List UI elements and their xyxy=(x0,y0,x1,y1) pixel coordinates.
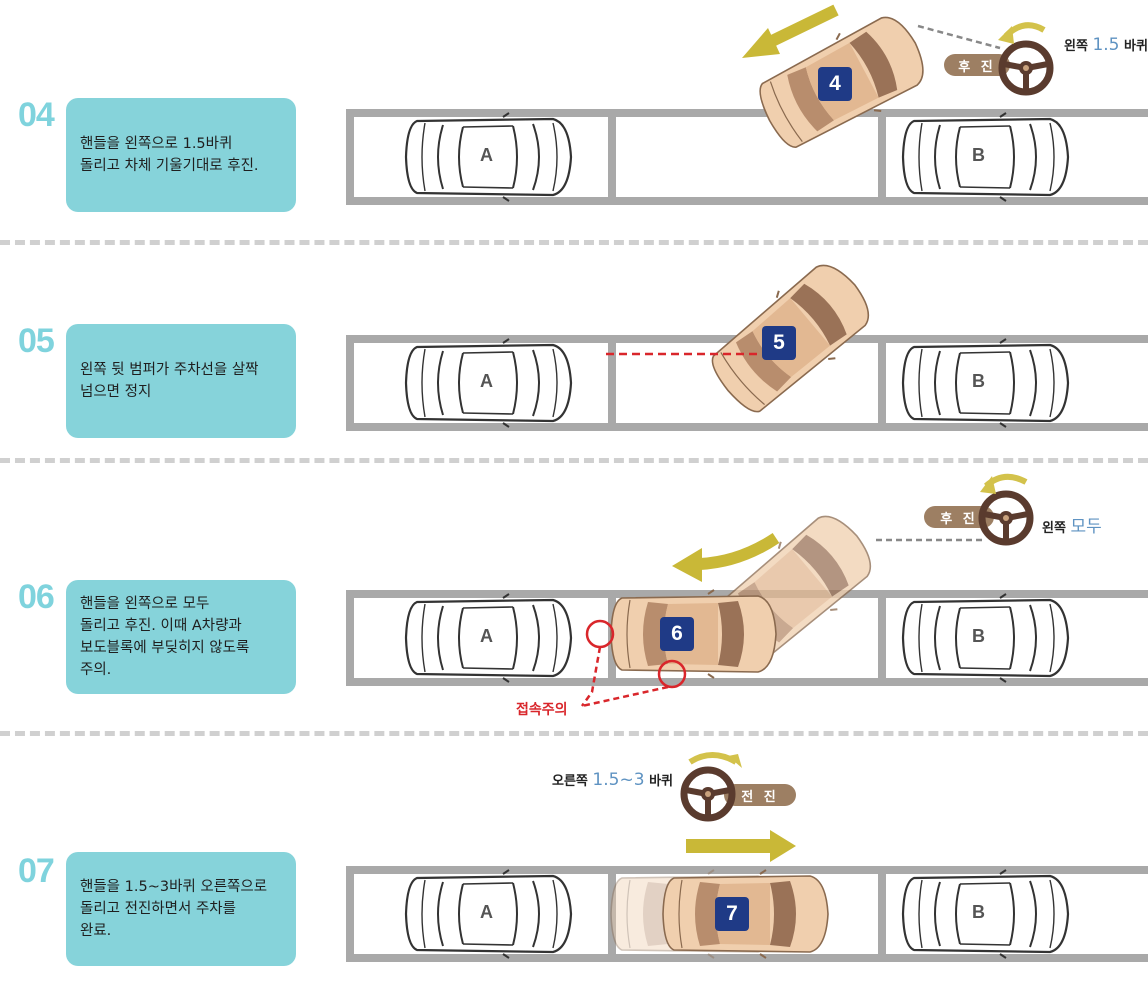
parked-car-b-label: B xyxy=(972,145,985,165)
parked-car-b-label: B xyxy=(972,902,985,922)
parked-car-b: B xyxy=(900,337,1070,429)
step-07-line-1: 핸들을 1.5~3바퀴 오른쪽으로 xyxy=(80,879,268,895)
dir-value: 1.5~3 xyxy=(592,770,645,790)
reverse-pill-04: 후 진 xyxy=(944,54,1010,76)
dir-text: 왼쪽 xyxy=(1064,39,1088,54)
parked-car-b: B xyxy=(900,868,1070,960)
parking-lot-04 xyxy=(346,109,1148,205)
parked-car-a: A xyxy=(403,111,573,203)
car-badge-5: 5 xyxy=(762,326,796,360)
rotation-arrow xyxy=(688,752,738,765)
step-04-description: 핸들을 왼쪽으로 1.5바퀴 돌리고 차체 기울기대로 후진. xyxy=(66,98,296,212)
lot-line xyxy=(608,117,616,197)
dir-suffix: 바퀴 xyxy=(1124,39,1148,54)
car-badge-6: 6 xyxy=(660,617,694,651)
lot-line xyxy=(878,598,886,678)
step-06-line-4: 주의. xyxy=(80,662,112,678)
step-number-07: 07 xyxy=(18,852,55,890)
lot-line xyxy=(878,343,886,423)
steering-wheel-icon xyxy=(978,490,1034,546)
parked-car-b-label: B xyxy=(972,371,985,391)
forward-pill-07: 전 진 xyxy=(724,784,796,806)
step-number-04: 04 xyxy=(18,96,55,134)
steering-wheel-icon xyxy=(680,766,736,822)
rotation-arrow xyxy=(984,473,1028,489)
reverse-arrow-head xyxy=(742,28,780,58)
section-divider xyxy=(0,240,1148,245)
parked-car-a-label: A xyxy=(480,626,493,646)
parked-car-a-label: A xyxy=(480,902,493,922)
car-badge-7: 7 xyxy=(715,897,749,931)
step-06-line-3: 보도블록에 부딪히지 않도록 xyxy=(80,640,250,656)
dir-value: 1.5 xyxy=(1092,35,1120,55)
step-06-description: 핸들을 왼쪽으로 모두 돌리고 후진. 이때 A차량과 보도블록에 부딪히지 않… xyxy=(66,580,296,694)
section-divider xyxy=(0,458,1148,463)
collision-warning-label: 접속주의 xyxy=(516,702,568,718)
rotation-arrow xyxy=(1003,22,1046,39)
reverse-pill-06: 후 진 xyxy=(924,506,994,528)
parked-car-a: A xyxy=(403,592,573,684)
parked-car-a-label: A xyxy=(480,371,493,391)
step-06-line-2: 돌리고 후진. 이때 A차량과 xyxy=(80,618,242,634)
step-04-line-1: 핸들을 왼쪽으로 1.5바퀴 xyxy=(80,136,233,152)
car-badge-4: 4 xyxy=(818,67,852,101)
lot-line xyxy=(878,117,886,197)
step-06-line-1: 핸들을 왼쪽으로 모두 xyxy=(80,596,210,612)
dir-text: 오른쪽 xyxy=(552,774,588,789)
wheel-direction-06: 왼쪽 모두 xyxy=(1042,512,1102,537)
step-07-line-2: 돌리고 전진하면서 주차를 xyxy=(80,901,236,917)
warning-leader xyxy=(581,685,669,708)
step-05-line-1: 왼쪽 뒷 범퍼가 주차선을 살짝 xyxy=(80,362,259,378)
parked-car-b: B xyxy=(900,111,1070,203)
lot-line xyxy=(878,874,886,954)
step-05-description: 왼쪽 뒷 범퍼가 주차선을 살짝 넘으면 정지 xyxy=(66,324,296,438)
step-number-06: 06 xyxy=(18,578,55,616)
parked-car-b: B xyxy=(900,592,1070,684)
step-04-line-2: 돌리고 차체 기울기대로 후진. xyxy=(80,158,259,174)
steering-wheel-icon xyxy=(998,40,1054,96)
step-07-line-3: 완료. xyxy=(80,923,112,939)
dir-text: 왼쪽 xyxy=(1042,521,1066,536)
step-05-line-2: 넘으면 정지 xyxy=(80,384,152,400)
forward-arrow-head xyxy=(770,830,796,862)
dir-value: 모두 xyxy=(1070,517,1102,537)
dir-suffix: 바퀴 xyxy=(649,774,673,789)
lot-line xyxy=(608,343,616,423)
connector-line xyxy=(917,24,1001,50)
parked-car-a-label: A xyxy=(480,145,493,165)
reverse-arrow-head xyxy=(672,548,702,582)
step-07-description: 핸들을 1.5~3바퀴 오른쪽으로 돌리고 전진하면서 주차를 완료. xyxy=(66,852,296,966)
parked-car-a: A xyxy=(403,337,573,429)
wheel-direction-04: 왼쪽 1.5 바퀴 xyxy=(1064,35,1148,55)
parked-car-b-label: B xyxy=(972,626,985,646)
wheel-direction-07: 오른쪽 1.5~3 바퀴 xyxy=(552,770,673,790)
step-number-05: 05 xyxy=(18,322,55,360)
section-divider xyxy=(0,731,1148,736)
parked-car-a: A xyxy=(403,868,573,960)
